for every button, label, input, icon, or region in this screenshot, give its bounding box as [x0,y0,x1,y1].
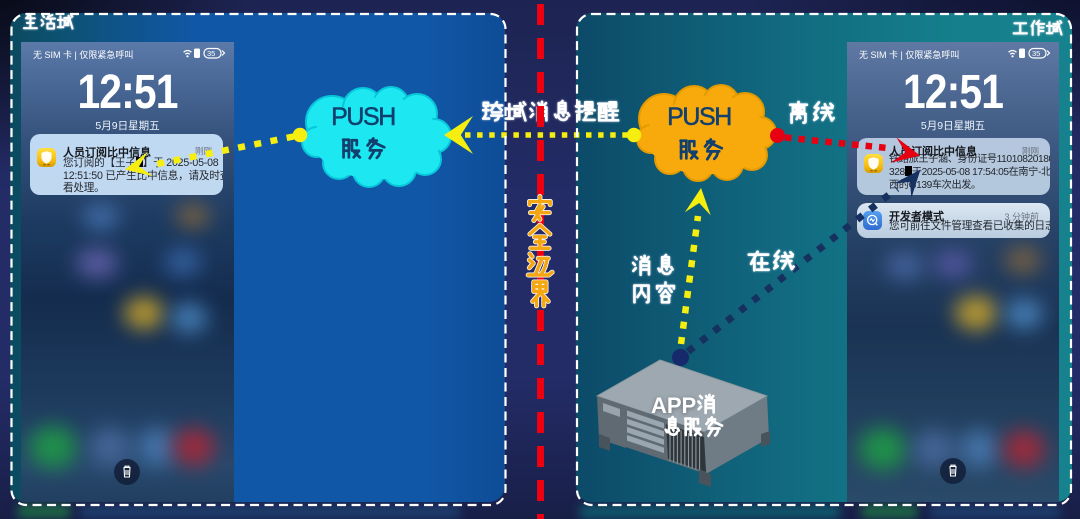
svg-text:35: 35 [207,49,215,58]
svg-text:35: 35 [1032,49,1040,58]
